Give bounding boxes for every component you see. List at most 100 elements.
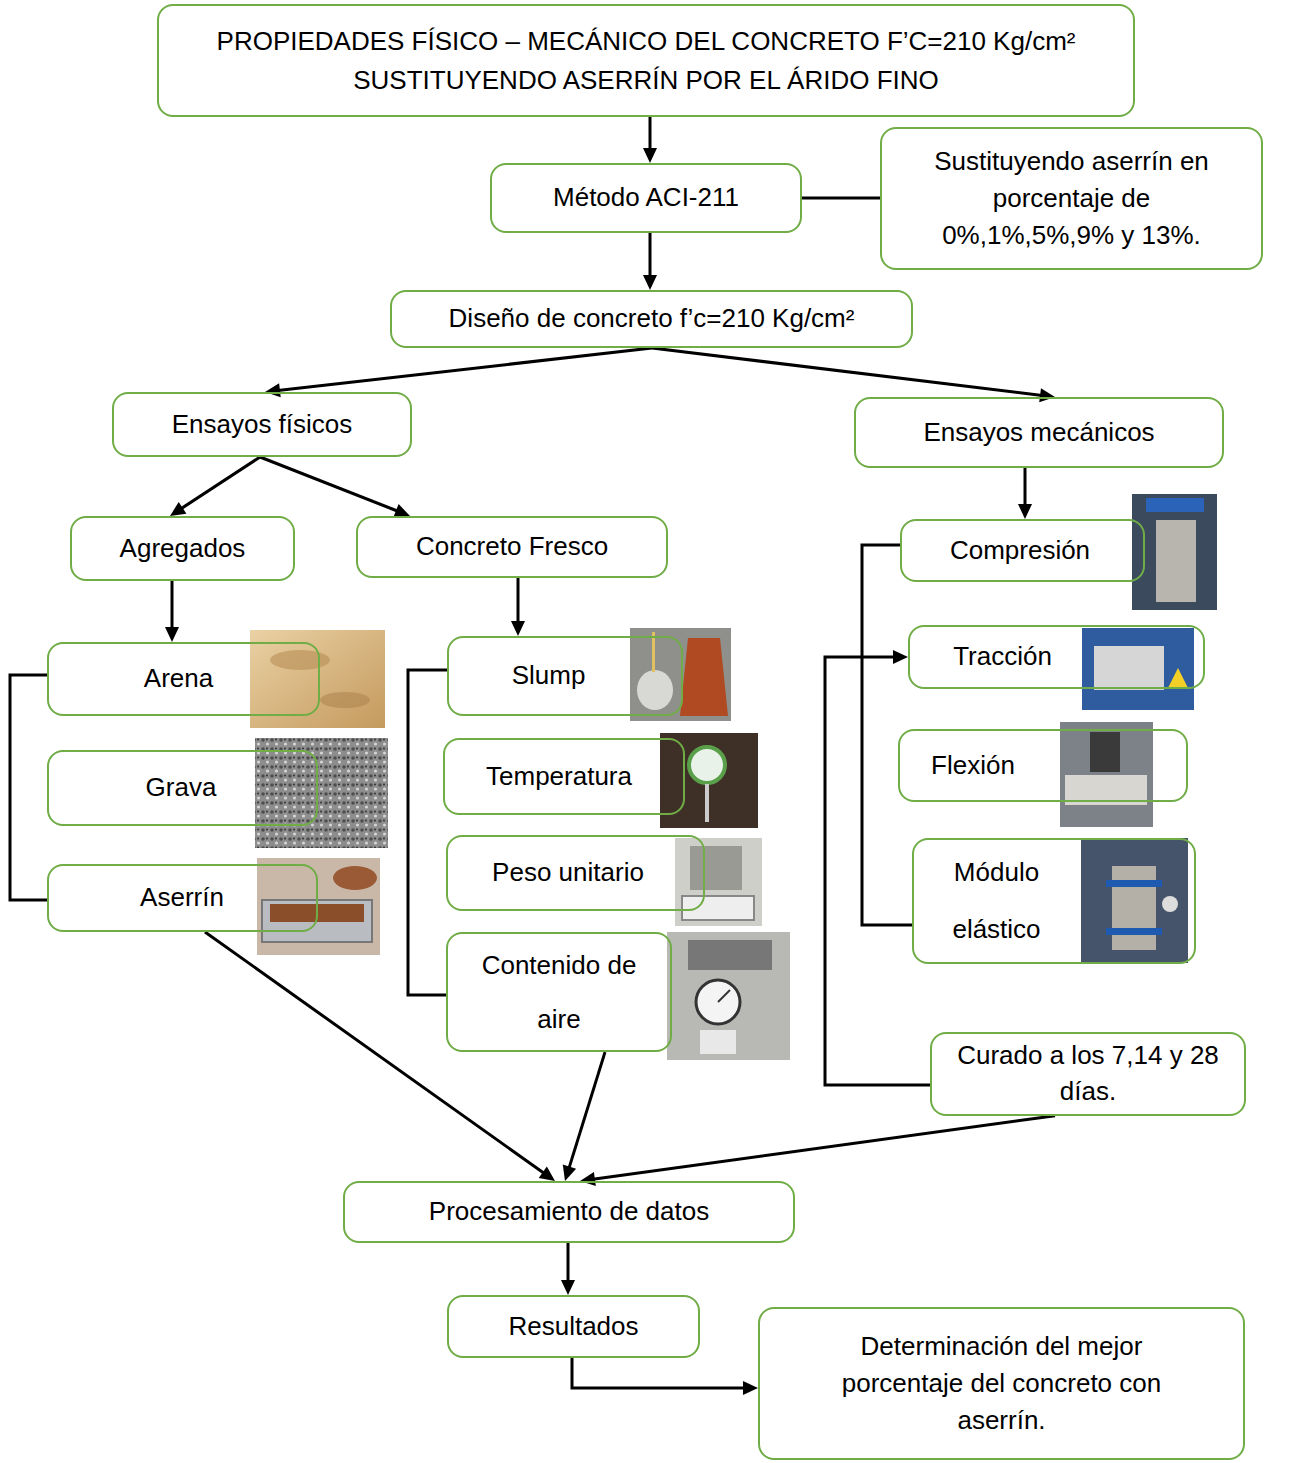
thermometer-photo-part <box>705 784 709 822</box>
box-label: Sustituyendo aserrín en porcentaje de 0%… <box>922 143 1221 254</box>
slump-photo-part <box>680 638 728 716</box>
group-bracket <box>862 545 912 925</box>
box-label: Ensayos mecánicos <box>866 416 1212 450</box>
process-box: Grava <box>47 750 318 826</box>
process-box: Procesamiento de datos <box>343 1181 795 1243</box>
process-box: Agregados <box>70 516 295 581</box>
arrow-head <box>643 148 657 163</box>
box-label: Flexión <box>910 749 1036 783</box>
process-box: Contenido de aire <box>446 932 672 1052</box>
process-box: Compresión <box>900 519 1145 582</box>
flow-connector <box>260 457 398 511</box>
modulus-photo-part <box>1112 866 1156 950</box>
box-label: Tracción <box>925 640 1080 674</box>
tension-photo <box>1082 628 1194 710</box>
group-bracket <box>408 670 447 995</box>
arrow-head <box>580 1172 596 1186</box>
process-box: Peso unitario <box>446 835 705 911</box>
box-label: Curado a los 7,14 y 28 días. <box>952 1038 1224 1110</box>
process-box: Flexión <box>898 729 1188 802</box>
box-label: Compresión <box>917 534 1123 568</box>
process-box: Temperatura <box>443 738 685 815</box>
sand-photo-part <box>250 630 385 728</box>
sawdust-photo <box>257 858 380 955</box>
process-box: Curado a los 7,14 y 28 días. <box>930 1032 1246 1116</box>
box-label: Contenido de aire <box>458 938 660 1046</box>
unit-weight-photo-part <box>675 838 762 926</box>
compression-photo-part <box>1156 520 1196 602</box>
flow-connector <box>649 117 652 150</box>
arrow-head <box>743 1381 758 1395</box>
flow-connector <box>825 657 930 1085</box>
arrow-head <box>265 383 281 397</box>
air-meter-photo-part <box>688 940 772 970</box>
sand-photo-part <box>270 650 330 670</box>
arrow-head <box>539 1167 555 1181</box>
flexure-photo <box>1060 722 1153 827</box>
air-meter-photo-part <box>696 980 740 1024</box>
unit-weight-photo-part <box>690 846 742 890</box>
process-box: Ensayos físicos <box>112 392 412 457</box>
flow-connector <box>649 233 652 277</box>
process-box: Diseño de concreto f’c=210 Kg/cm² <box>390 290 913 348</box>
arrow-head <box>165 627 179 642</box>
process-box: Sustituyendo aserrín en porcentaje de 0%… <box>880 127 1263 270</box>
process-box: Tracción <box>908 625 1205 689</box>
box-label: Procesamiento de datos <box>355 1195 783 1229</box>
box-label: Slump <box>469 659 628 693</box>
box-label: Agregados <box>82 532 283 566</box>
flow-connector <box>569 1052 605 1168</box>
modulus-photo-part <box>1106 928 1162 935</box>
process-box: Arena <box>47 642 320 716</box>
flexure-photo-part <box>1090 732 1120 772</box>
flow-connector <box>1024 468 1027 506</box>
flow-connector <box>181 457 260 509</box>
process-box: Módulo elástico <box>912 838 1196 964</box>
process-box: Determinación del mejor porcentaje del c… <box>758 1307 1245 1460</box>
process-box: Ensayos mecánicos <box>854 397 1224 468</box>
process-box: PROPIEDADES FÍSICO – MECÁNICO DEL CONCRE… <box>157 4 1135 117</box>
flexure-photo-part <box>1060 722 1153 827</box>
box-label: Peso unitario <box>463 856 673 890</box>
flow-connector <box>593 1116 1055 1179</box>
air-meter-photo-part <box>667 932 790 1060</box>
process-box: Método ACI-211 <box>490 163 802 233</box>
slump-photo <box>630 628 731 721</box>
box-label: Determinación del mejor porcentaje del c… <box>810 1328 1193 1439</box>
group-bracket <box>10 675 47 900</box>
flow-connector <box>278 348 652 391</box>
modulus-photo-part <box>1106 880 1162 887</box>
box-label: Arena <box>109 662 248 696</box>
thermometer-photo-part <box>689 747 725 783</box>
box-label: Aserrín <box>109 881 255 915</box>
arrow-head <box>1018 504 1032 519</box>
flow-connector <box>802 197 880 200</box>
arrow-head <box>511 621 525 636</box>
flow-connector <box>567 1243 570 1282</box>
tension-photo-part <box>1094 646 1164 690</box>
box-label: Concreto Fresco <box>368 530 656 564</box>
unit-weight-photo-part <box>682 896 754 920</box>
sawdust-photo-part <box>333 866 377 890</box>
box-label: Módulo elástico <box>934 844 1059 958</box>
modulus-photo <box>1081 838 1188 963</box>
box-label: Método ACI-211 <box>502 181 790 215</box>
gravel-photo-part <box>255 738 388 848</box>
sand-photo-part <box>320 692 370 708</box>
box-label: PROPIEDADES FÍSICO – MECÁNICO DEL CONCRE… <box>183 22 1109 100</box>
arrow-head <box>561 1280 575 1295</box>
unit-weight-photo <box>675 838 762 926</box>
tension-photo-part <box>1168 668 1188 688</box>
box-label: Resultados <box>459 1310 688 1344</box>
arrow-head <box>893 650 908 664</box>
arrow-head <box>170 502 186 516</box>
process-box: Aserrín <box>47 864 318 932</box>
sawdust-photo-part <box>257 858 380 955</box>
flow-connector <box>171 581 174 629</box>
gravel-photo <box>255 738 388 848</box>
process-box: Concreto Fresco <box>356 516 668 578</box>
process-box: Slump <box>447 636 683 716</box>
air-meter-photo-part <box>700 1030 736 1054</box>
